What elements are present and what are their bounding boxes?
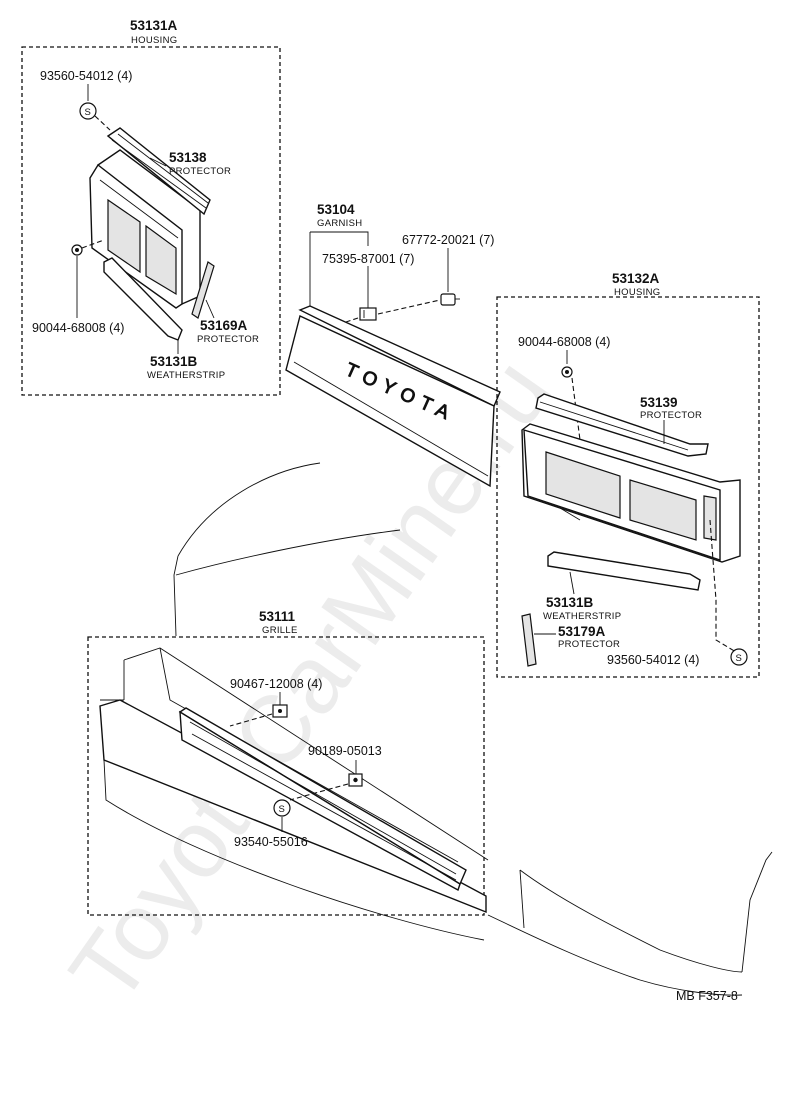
protector-53138-name: PROTECTOR bbox=[169, 166, 231, 177]
protector-53138-drawing bbox=[106, 127, 211, 216]
group-frame bbox=[21, 46, 281, 396]
group-part-no: 53131A bbox=[130, 18, 178, 33]
protector-53138-part-no: 53138 bbox=[169, 150, 207, 165]
group-housing-right: 53132A HOUSING 90044-68008 (4) 53139 PRO… bbox=[496, 271, 760, 678]
bumper-drawing bbox=[99, 647, 489, 941]
protector-53139-part-no: 53139 bbox=[640, 395, 678, 410]
weatherstrip-right-drawing bbox=[547, 551, 701, 591]
protector-53169a-name: PROTECTOR bbox=[197, 334, 259, 345]
nut-icon bbox=[561, 366, 573, 378]
protector-53179a-part-no: 53179A bbox=[558, 624, 606, 639]
weatherstrip-right-name: WEATHERSTRIP bbox=[543, 611, 621, 622]
fastener-icon bbox=[440, 293, 460, 306]
headlamp-housing-right-drawing bbox=[521, 423, 741, 563]
group-frame bbox=[87, 636, 485, 916]
screw-left-part-no: 93560-54012 (4) bbox=[40, 69, 132, 83]
screw-93540-part-no: 93540-55016 bbox=[234, 835, 308, 849]
group-name: HOUSING bbox=[131, 35, 177, 46]
group-part-no: 53104 bbox=[317, 202, 355, 217]
figure-code: MB F357-8 bbox=[676, 989, 738, 1003]
group-name: HOUSING bbox=[614, 287, 660, 298]
clip-90467-part-no: 90467-12008 (4) bbox=[230, 677, 322, 691]
screw-symbol-icon: S bbox=[79, 102, 97, 120]
group-garnish: 53104 GARNISH TOYOTA 75395-87001 (7) 677… bbox=[285, 202, 501, 488]
grille-drawing bbox=[178, 707, 467, 892]
group-grille: 53111 GRILLE 90467-12008 (4) 90189- bbox=[87, 609, 489, 941]
nut-icon bbox=[348, 773, 363, 787]
weatherstrip-left-part-no: 53131B bbox=[150, 354, 198, 369]
nut-left-part-no: 90044-68008 (4) bbox=[32, 321, 124, 335]
protector-53139-name: PROTECTOR bbox=[640, 410, 702, 421]
screw-right-part-no: 93560-54012 (4) bbox=[607, 653, 699, 667]
group-housing-left: 53131A HOUSING 93560-54012 (4) S bbox=[21, 18, 281, 396]
garnish-panel-drawing: TOYOTA bbox=[285, 305, 501, 488]
protector-53179a-drawing bbox=[521, 613, 537, 667]
clip-75395-part-no: 75395-87001 (7) bbox=[322, 252, 414, 266]
screw-symbol-icon: S bbox=[730, 648, 748, 666]
group-part-no: 53111 bbox=[259, 609, 296, 624]
svg-text:S: S bbox=[85, 107, 92, 118]
group-name: GRILLE bbox=[262, 625, 298, 636]
group-part-no: 53132A bbox=[612, 271, 660, 286]
protector-53179a-name: PROTECTOR bbox=[558, 639, 620, 650]
protector-53139-drawing bbox=[535, 393, 709, 457]
group-name: GARNISH bbox=[317, 218, 362, 229]
nut-icon bbox=[71, 244, 83, 256]
protector-53169a-drawing bbox=[191, 261, 215, 319]
vehicle-body-outline bbox=[173, 462, 773, 996]
group-frame bbox=[496, 296, 760, 678]
clip-icon bbox=[272, 704, 288, 718]
protector-53169a-part-no: 53169A bbox=[200, 318, 248, 333]
screw-symbol-icon: S bbox=[273, 799, 291, 817]
nut-right-part-no: 90044-68008 (4) bbox=[518, 335, 610, 349]
weatherstrip-right-part-no: 53131B bbox=[546, 595, 594, 610]
svg-text:S: S bbox=[279, 804, 286, 815]
svg-text:S: S bbox=[736, 653, 743, 664]
nut-90189-part-no: 90189-05013 bbox=[308, 744, 382, 758]
clip-67772-part-no: 67772-20021 (7) bbox=[402, 233, 494, 247]
weatherstrip-left-name: WEATHERSTRIP bbox=[147, 370, 225, 381]
clip-icon bbox=[359, 307, 377, 321]
